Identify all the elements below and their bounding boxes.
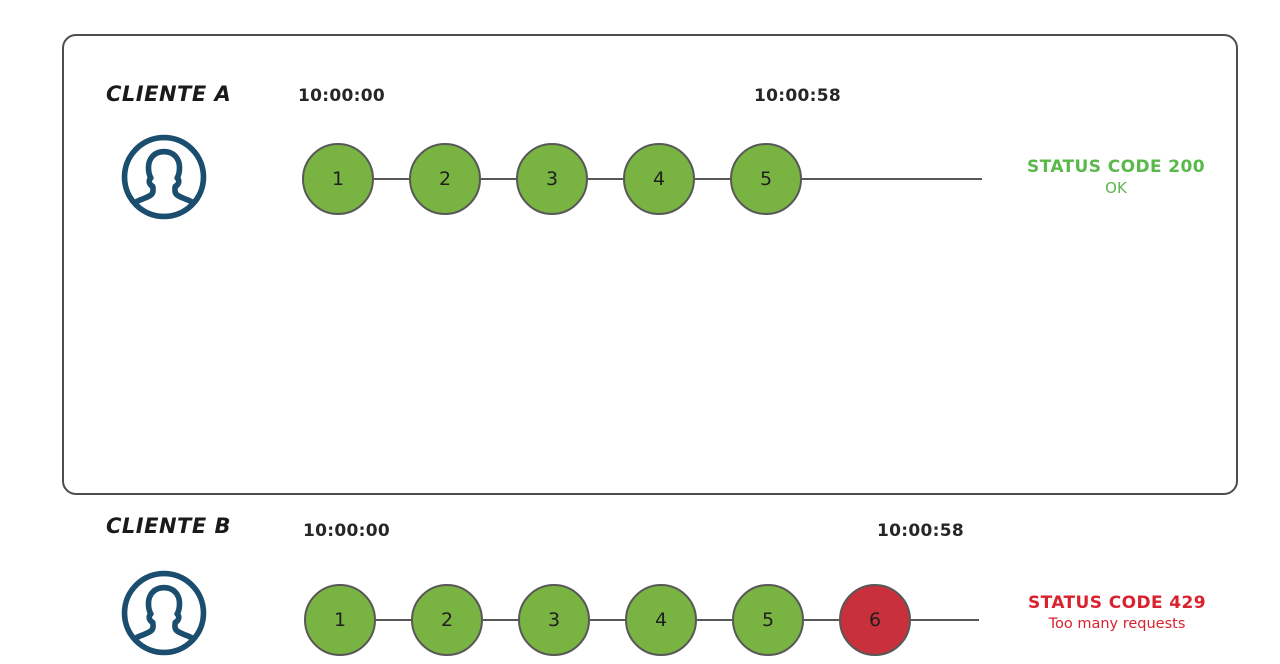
chain-connector [374,177,409,181]
request-node[interactable]: 3 [518,584,590,656]
request-chain-b: 1 2 3 4 5 6 [304,582,979,658]
request-node[interactable]: 5 [732,584,804,656]
request-node-rejected[interactable]: 6 [839,584,911,656]
chain-connector [590,618,625,622]
request-node[interactable]: 4 [625,584,697,656]
request-node[interactable]: 1 [302,143,374,215]
request-node[interactable]: 1 [304,584,376,656]
timestamp-start-a: 10:00:00 [298,86,385,106]
user-avatar-icon [117,566,211,660]
status-badge-b: STATUS CODE 429 Too many requests [1028,593,1206,633]
timestamp-end-a: 10:00:58 [754,86,841,106]
diagram-frame [62,34,1238,495]
request-node[interactable]: 2 [409,143,481,215]
timestamp-end-b: 10:00:58 [877,521,964,541]
chain-connector [483,618,518,622]
request-node[interactable]: 2 [411,584,483,656]
user-avatar-icon [117,130,211,224]
request-node[interactable]: 3 [516,143,588,215]
chain-connector [376,618,411,622]
status-code-text: STATUS CODE 200 [1027,157,1205,177]
status-message-text: OK [1105,178,1127,197]
timestamp-start-b: 10:00:00 [303,521,390,541]
chain-tail-line [911,618,979,622]
status-badge-a: STATUS CODE 200 OK [1027,157,1205,198]
chain-tail-line [802,177,982,181]
request-chain-a: 1 2 3 4 5 [302,141,982,217]
chain-connector [588,177,623,181]
chain-connector [695,177,730,181]
diagram-canvas: CLIENTE A 10:00:00 10:00:58 1 2 3 [62,34,1238,656]
status-message-text: Too many requests [1048,615,1186,632]
status-code-text: STATUS CODE 429 [1028,593,1206,613]
request-node[interactable]: 5 [730,143,802,215]
chain-connector [697,618,732,622]
client-label-b: CLIENTE B [106,514,232,538]
chain-connector [804,618,839,622]
client-label-a: CLIENTE A [106,82,232,106]
request-node[interactable]: 4 [623,143,695,215]
chain-connector [481,177,516,181]
